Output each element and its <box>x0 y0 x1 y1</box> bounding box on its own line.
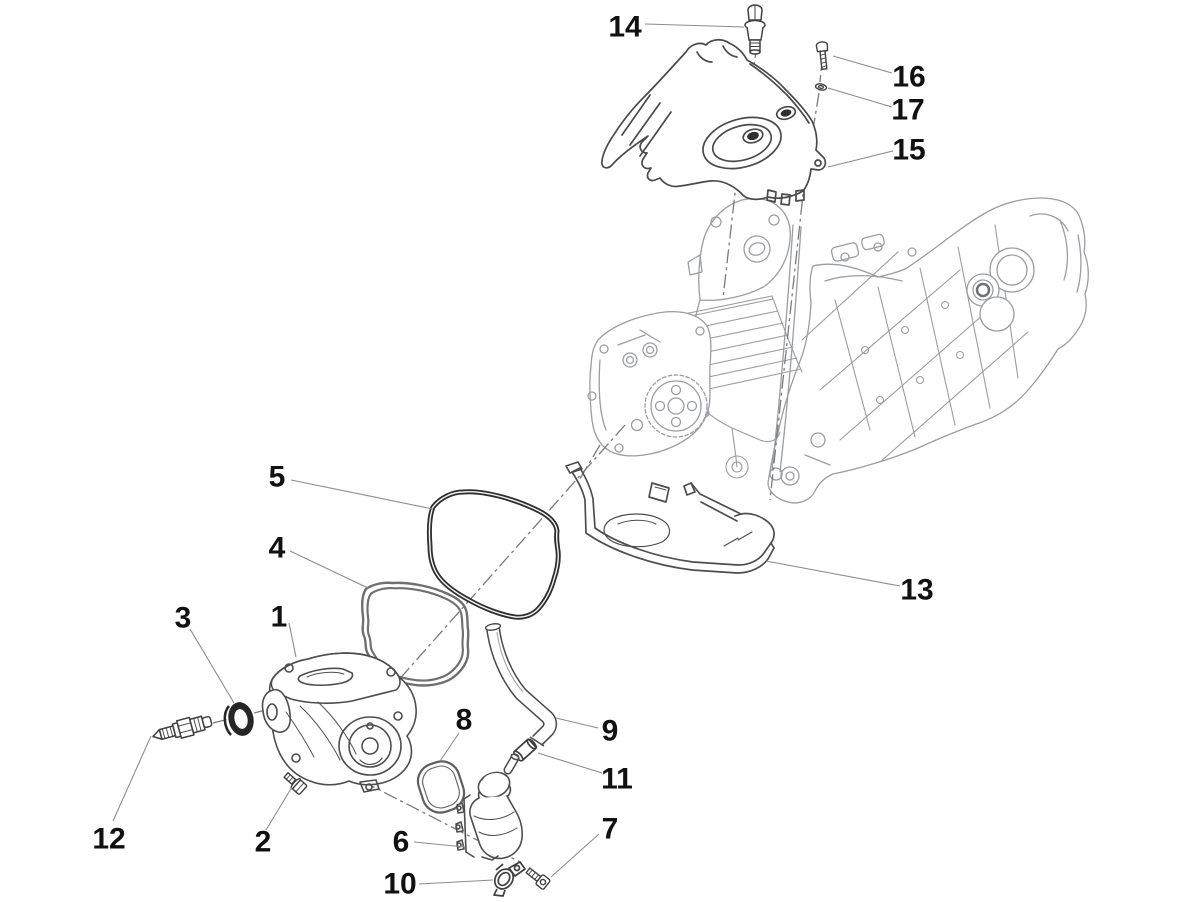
leader-line-separator-screw <box>550 833 600 878</box>
callout-number-o-ring: 8 <box>456 704 473 737</box>
camshaft-sprocket <box>617 329 708 438</box>
engine-assembly <box>587 197 1089 504</box>
leader-line-spark-plug <box>112 735 152 822</box>
leader-line-o-ring <box>439 732 460 762</box>
bearing-bosses <box>966 213 1082 332</box>
callout-number-cylinder-head-cover: 1 <box>271 601 288 634</box>
leader-line-outer-gasket <box>290 479 434 510</box>
part-temperature-sensor <box>744 4 766 55</box>
leader-line-washer <box>827 87 893 108</box>
centerline-separator <box>361 780 521 863</box>
leader-line-temperature-sensor <box>644 23 745 28</box>
callout-number-outer-gasket: 5 <box>269 461 286 494</box>
sensor-hole <box>747 131 759 141</box>
callout-number-cover-screw: 2 <box>255 826 272 859</box>
screw-hole <box>780 109 792 117</box>
part-breather-hose <box>484 623 558 747</box>
spark-plug-port <box>266 703 278 721</box>
leader-line-cooling-shroud <box>827 150 894 168</box>
leader-line-breather-hose <box>555 717 599 729</box>
part-cylinder-head-cover <box>261 652 417 793</box>
callout-number-oil-vapor-separator: 6 <box>393 826 410 859</box>
callout-number-hose-clamp: 10 <box>383 868 416 901</box>
part-washer <box>814 83 828 91</box>
crankcase-top-details <box>830 233 917 262</box>
leader-line-oil-vapor-separator <box>413 841 466 848</box>
part-o-ring <box>416 760 466 814</box>
part-separator-screw <box>525 867 551 890</box>
callout-number-washer: 17 <box>891 94 924 127</box>
part-oil-vapor-separator <box>455 753 523 861</box>
callout-number-temperature-sensor: 14 <box>608 11 642 44</box>
part-hose-clamp <box>493 861 526 897</box>
part-shroud-screw <box>815 41 829 71</box>
callout-number-spacer-sleeve: 11 <box>601 763 633 796</box>
callout-number-shroud-screw: 16 <box>892 61 925 94</box>
callout-number-spark-plug-seal: 3 <box>175 602 192 635</box>
leader-line-cylinder-head-cover <box>288 622 297 658</box>
callout-number-cooling-shroud: 15 <box>892 134 925 167</box>
centerline-baffle <box>577 444 601 483</box>
callout-number-separator-screw: 7 <box>602 813 619 846</box>
crankcase-mounts <box>769 224 831 486</box>
callout-number-inner-gasket: 4 <box>269 532 286 565</box>
part-spark-plug <box>152 715 213 741</box>
leader-line-inner-gasket <box>289 550 369 589</box>
callout-number-spark-plug: 12 <box>92 823 125 856</box>
callout-number-breather-hose: 9 <box>602 715 619 748</box>
leader-line-shroud-screw <box>832 55 893 74</box>
part-cooling-shroud <box>601 39 827 206</box>
leader-line-cover-screw <box>265 786 293 831</box>
leader-line-hose-clamp <box>418 879 494 885</box>
shroud-ear-hole <box>814 159 822 167</box>
leader-line-lower-baffle <box>765 560 901 587</box>
leader-line-spacer-sleeve <box>537 752 603 774</box>
callout-number-lower-baffle: 13 <box>900 574 933 607</box>
part-spark-plug-seal <box>223 702 254 736</box>
part-outer-gasket <box>426 489 561 620</box>
part-lower-baffle <box>565 461 775 574</box>
leader-line-spark-plug-seal <box>189 628 235 704</box>
part-inner-gasket <box>360 581 470 687</box>
